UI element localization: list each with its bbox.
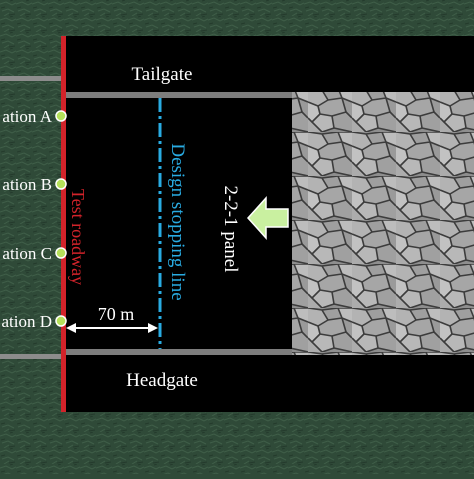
station-d-label: ation D — [1, 312, 52, 331]
arrow-left-icon — [246, 196, 289, 240]
distance-label: 70 m — [98, 304, 135, 324]
tailgate-rail — [64, 92, 292, 98]
goaf-area — [292, 92, 474, 355]
distance-arrowhead-right — [148, 323, 158, 333]
panel-label: 2-2-1 panel — [220, 185, 241, 272]
station-d-marker — [55, 315, 67, 327]
distance-arrowhead-left — [66, 323, 76, 333]
headgate-rail — [64, 349, 292, 355]
test-roadway-label: Test roadway — [68, 189, 88, 285]
tailgate-label: Tailgate — [132, 64, 193, 85]
headgate-label: Headgate — [126, 370, 198, 391]
test-roadway-line — [61, 36, 66, 412]
station-c-marker — [55, 247, 67, 259]
stopping-line-label: Design stopping line — [167, 143, 188, 300]
station-b-marker — [55, 178, 67, 190]
station-c-label: ation C — [2, 244, 52, 263]
station-a-label: ation A — [2, 107, 52, 126]
tailgate-extension-line — [0, 76, 64, 81]
station-b-label: ation B — [2, 175, 52, 194]
station-a-marker — [55, 110, 67, 122]
headgate-extension-line — [0, 354, 64, 359]
